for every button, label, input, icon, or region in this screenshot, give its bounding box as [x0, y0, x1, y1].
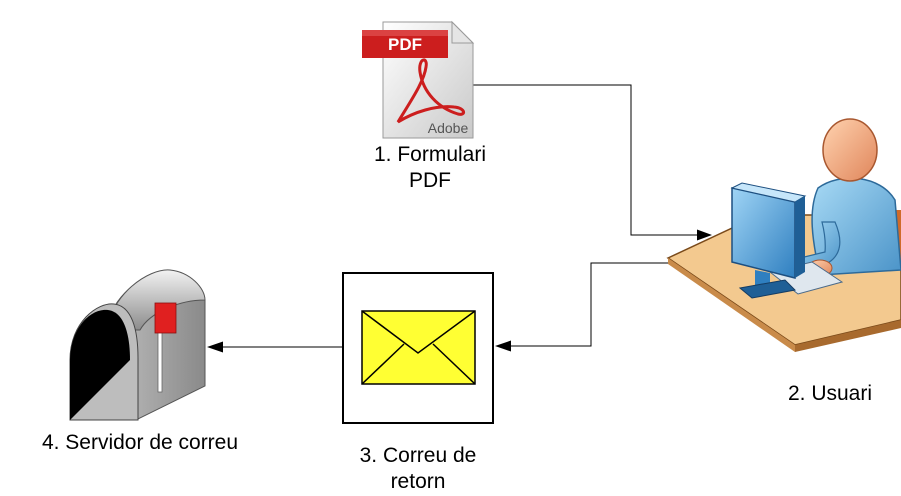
user-label: 2. Usuari — [787, 382, 873, 405]
pdf-badge-text: PDF — [388, 35, 422, 54]
return-mail-label: 3. Correu de retorn — [318, 443, 518, 495]
return-mail-label-line1: 3. Correu de — [359, 444, 477, 467]
user-at-computer-icon — [666, 118, 901, 352]
mailbox-icon — [69, 269, 206, 421]
user-head — [822, 118, 878, 182]
return-mail-label-line2: retorn — [390, 470, 446, 493]
pdf-form-label-line2: PDF — [409, 169, 451, 192]
adobe-brand-text: Adobe — [428, 120, 469, 136]
pdf-document-icon: PDF Adobe — [362, 20, 475, 139]
mail-server-label: 4. Servidor de correu — [41, 431, 239, 454]
pdf-form-label-line1: 1. Formulari — [373, 143, 487, 166]
acrobat-swirl — [396, 58, 465, 124]
envelope-icon — [342, 272, 494, 424]
connector-user-to-mail — [495, 262, 668, 352]
pdf-form-label: 1. Formulari PDF — [340, 142, 520, 194]
connector-pdf-to-user — [473, 84, 712, 241]
envelope-body — [361, 310, 476, 385]
mailbox-flag — [154, 302, 177, 334]
connector-mail-to-server — [207, 341, 343, 353]
